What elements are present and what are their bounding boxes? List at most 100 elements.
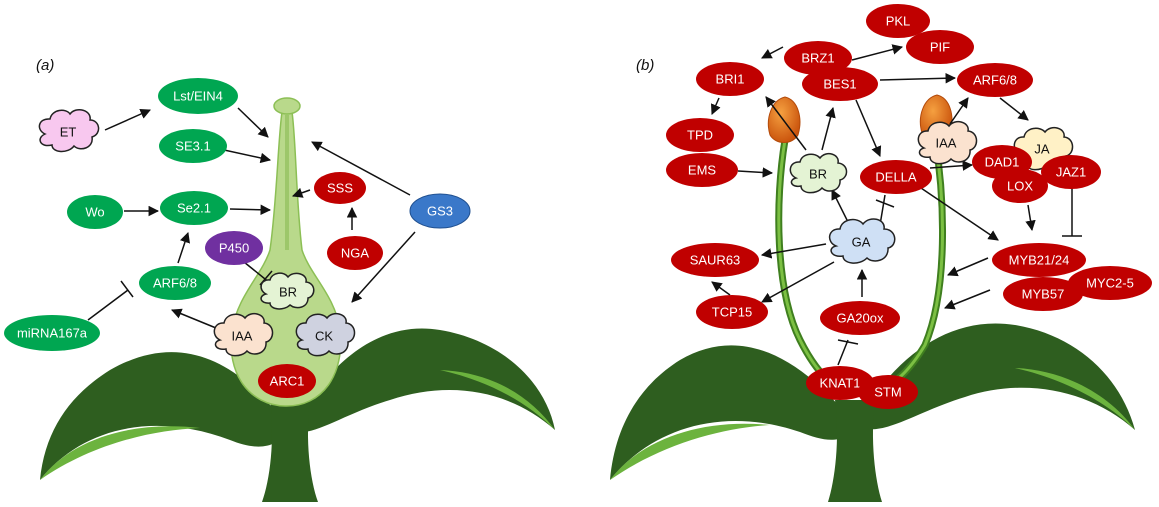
edge-ga-della [879,194,886,226]
edge-br-bes1 [821,106,836,151]
node-myb57-label: MYB57 [1022,287,1065,302]
node-lox: LOX [992,169,1048,203]
node-jaz1-shape [1041,155,1101,189]
node-myc2-5-shape [1068,266,1152,300]
node-nga-label: NGA [341,246,370,261]
edge-brz1-pif [851,44,904,61]
nodes-b: PKL PIF BRZ1 BES1 BRI1 ARF6/8 [666,4,1152,409]
node-p450-shape [205,231,263,265]
node-gs3-shape [409,193,471,229]
edge-lox-myb [1025,204,1036,232]
panel-b-leaves [610,323,1135,502]
cloud-br-b [789,152,848,194]
leaf-left-b [610,345,855,480]
node-se3-1: SE3.1 [159,129,227,163]
edge-sss-pistil [292,187,311,198]
node-myb21-24-shape [992,243,1086,277]
node-et: ET [38,109,100,153]
edge-ga-della-bar [875,199,895,208]
node-sss: SSS [314,172,366,204]
node-se2-1-shape [160,191,228,225]
node-p450: P450 [205,231,263,265]
node-jaz1-label: JAZ1 [1056,165,1086,180]
node-arf6-8-a-label: ARF6/8 [153,276,197,291]
edge-se21-pistil [229,204,272,216]
node-pkl-shape [866,4,930,38]
node-lst-ein4-shape [158,78,238,114]
node-brz1-label: BRZ1 [801,51,834,66]
node-ga20ox-shape [820,301,900,335]
node-ga: GA [828,218,896,264]
node-stm-shape [858,375,918,409]
node-arc1: ARC1 [258,364,316,398]
node-knat1: KNAT1 [806,366,874,400]
node-pif-label: PIF [930,40,950,55]
edge-mirna-arf [87,289,129,321]
node-saur63-shape [671,243,759,277]
edge-arf-ja [999,97,1029,121]
node-bri1: BRI1 [696,62,764,96]
node-knat1-shape [806,366,874,400]
node-mirna167a-shape [4,315,100,351]
cloud-br-a [260,272,315,310]
panel-b: (b) [610,4,1152,502]
edge-tcp15-saur63 [711,281,731,296]
edge-brz1-bri1 [761,46,784,59]
node-arf6-8-b: ARF6/8 [957,63,1033,97]
node-wo: Wo [67,195,123,229]
node-nga: NGA [327,236,383,270]
node-lox-shape [992,169,1048,203]
edge-iaa-arf [949,97,969,125]
node-wo-shape [67,195,123,229]
node-et-label: ET [60,125,77,140]
node-mirna167a: miRNA167a [4,315,100,351]
panel-b-label: (b) [636,57,654,74]
pistil-stigma [273,97,301,115]
edge-della-myb [917,185,999,241]
node-stm-label: STM [874,385,901,400]
node-pkl-label: PKL [886,14,911,29]
node-tcp15: TCP15 [696,295,768,329]
node-p450-label: P450 [219,241,249,256]
node-bri1-shape [696,62,764,96]
edge-myb57-stamen [944,289,991,310]
stem-base-a [262,400,318,502]
node-lst-ein4: Lst/EIN4 [158,78,238,114]
node-ems-label: EMS [688,163,717,178]
node-br-a-label: BR [279,285,297,300]
node-arc1-shape [258,364,316,398]
node-della-shape [860,160,932,194]
edge-ga-tcp15 [761,261,835,303]
node-bes1-shape [802,67,878,101]
node-bes1: BES1 [802,67,878,101]
cloud-ga [828,218,896,264]
panel-a-label: (a) [36,57,54,74]
cloud-et [38,109,100,153]
node-lox-label: LOX [1007,179,1033,194]
node-tpd-shape [666,118,734,152]
node-ga20ox: GA20ox [820,301,900,335]
node-br-b: BR [789,152,848,194]
edge-myb21-stamen [947,257,989,277]
node-iaa-b: IAA [917,120,978,165]
edge-ga-saur63 [760,243,827,259]
edges-b [710,44,1082,366]
node-myc2-5: MYC2-5 [1068,266,1152,300]
node-arf6-8-a: ARF6/8 [139,266,211,300]
node-wo-label: Wo [85,205,104,220]
node-ck: CK [295,312,356,357]
node-ga-label: GA [852,235,871,250]
node-pkl: PKL [866,4,930,38]
leaf-left-a-highlight [40,426,200,480]
cloud-iaa-b [917,120,978,165]
stem-base-b [828,400,882,502]
leaf-left-b-highlight [610,423,770,480]
node-mirna167a-label: miRNA167a [17,326,88,341]
node-pif: PIF [906,30,974,64]
node-tpd-label: TPD [687,128,713,143]
node-ga20ox-label: GA20ox [837,311,884,326]
node-gs3-label: GS3 [427,204,453,219]
edge-br-bri1 [765,96,807,151]
